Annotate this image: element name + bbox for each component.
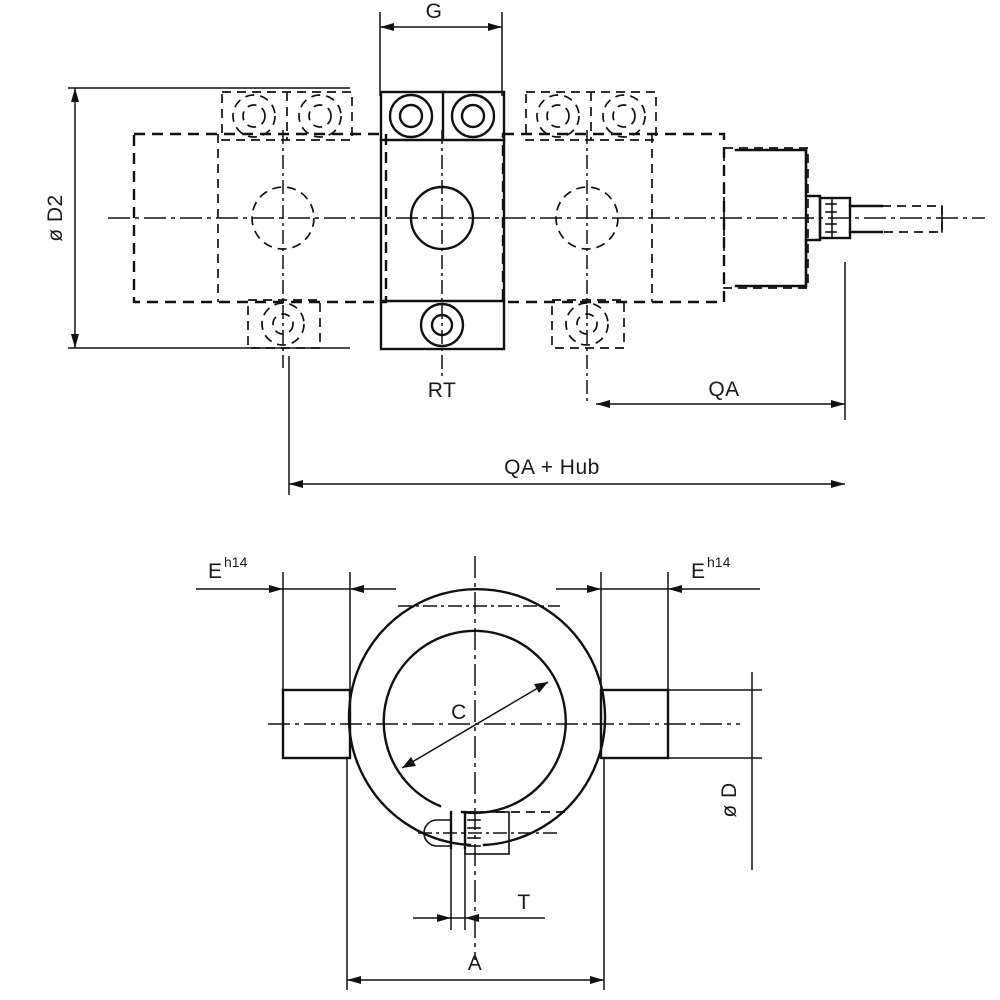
rod-gland-assembly <box>723 147 943 289</box>
dimension-d: ø D <box>668 672 762 870</box>
dimension-t: T <box>413 848 545 930</box>
dimension-label-c: C <box>451 701 467 724</box>
dimension-label-qa-hub: QA + Hub <box>504 456 600 479</box>
gland-hidden-step <box>723 147 809 289</box>
left-bottom-boss-outline <box>247 299 321 349</box>
dimension-qa-hub: QA + Hub <box>288 356 845 495</box>
c-arrow-upper <box>534 682 548 693</box>
dimension-qa: QA <box>596 262 846 420</box>
left-top-screw-outer-2 <box>298 94 342 138</box>
qahub-arrow-left <box>289 480 303 488</box>
e-left-arrow-a <box>269 585 283 593</box>
center-top-screw-outer-1 <box>388 93 434 139</box>
right-top-screw-outer-2 <box>602 94 646 138</box>
dimension-e-left: E h14 <box>196 554 396 700</box>
dimension-label-e-left-sup: h14 <box>224 554 248 570</box>
top-view: G ø D2 <box>44 0 985 495</box>
t-arrow-right <box>465 914 479 922</box>
left-center-bore <box>251 130 315 368</box>
left-top-screw-inner-2 <box>308 104 332 128</box>
right-top-screw-inner-2 <box>612 104 636 128</box>
left-bottom-boss-group <box>247 299 321 349</box>
g-arrow-right <box>488 23 502 31</box>
piston-rod-solid-stub <box>848 204 884 234</box>
left-top-boss-group <box>221 91 353 141</box>
center-top-screw-inner-2 <box>460 103 486 129</box>
qa-arrow-left <box>596 400 610 408</box>
right-bottom-boss-group <box>551 299 625 349</box>
right-top-screw-outer-1 <box>536 94 580 138</box>
left-bottom-boss-circle <box>261 302 305 346</box>
qahub-arrow-right <box>831 480 845 488</box>
dimension-g: G <box>379 0 503 96</box>
bottom-view: E h14 E h14 <box>196 554 762 990</box>
qa-arrow-right <box>831 400 845 408</box>
dimension-a: A <box>346 758 605 990</box>
e-left-arrow-b <box>350 585 364 593</box>
left-top-screw-inner-1 <box>242 104 266 128</box>
a-arrow-left <box>347 976 361 984</box>
clamp-outer-circle <box>347 587 607 847</box>
t-arrow-left <box>437 914 451 922</box>
right-bottom-boss-inner <box>576 313 598 335</box>
dimension-label-d: ø D <box>718 782 741 817</box>
center-top-screw-outer-2 <box>450 93 496 139</box>
c-arrow-lower <box>402 757 416 768</box>
e-right-arrow-a <box>587 585 601 593</box>
dimension-c: C <box>401 681 549 769</box>
dimension-label-rt: RT <box>428 379 457 402</box>
g-arrow-left <box>380 23 394 31</box>
center-bottom-boss-outer <box>419 302 465 348</box>
dimension-label-d2: ø D2 <box>44 194 67 242</box>
dimension-e-right: E h14 <box>556 554 760 700</box>
dimension-label-g: G <box>426 0 443 23</box>
d2-arrow-bottom <box>71 334 79 348</box>
left-body-outline <box>132 132 388 304</box>
left-body-block <box>132 132 388 304</box>
center-mounting-block <box>379 90 506 378</box>
dimension-label-e-right-sup: h14 <box>707 554 731 570</box>
right-bottom-boss-outline <box>551 299 625 349</box>
clamp-inner-bore <box>382 629 567 815</box>
right-top-boss-group <box>525 91 657 141</box>
left-bottom-boss-inner <box>272 313 294 335</box>
right-top-screw-inner-1 <box>546 104 570 128</box>
label-rt: RT <box>428 379 457 402</box>
dimension-label-e-left: E <box>208 560 223 583</box>
dimension-label-a: A <box>468 952 483 975</box>
clamp-body <box>347 587 607 855</box>
left-top-screw-outer-1 <box>232 94 276 138</box>
c-dim-leader <box>401 681 549 769</box>
a-arrow-right <box>590 976 604 984</box>
center-top-screw-inner-1 <box>398 103 424 129</box>
dimension-label-t: T <box>517 891 530 914</box>
d2-arrow-top <box>71 88 79 102</box>
rod-nut-body <box>818 196 852 240</box>
e-right-arrow-b <box>668 585 682 593</box>
dimension-label-e-right: E <box>691 560 706 583</box>
piston-rod-extension <box>882 205 943 233</box>
right-center-bore <box>555 130 619 402</box>
dimension-label-qa: QA <box>708 378 739 401</box>
right-bottom-boss-circle <box>565 302 609 346</box>
dimension-d2: ø D2 <box>44 87 350 349</box>
